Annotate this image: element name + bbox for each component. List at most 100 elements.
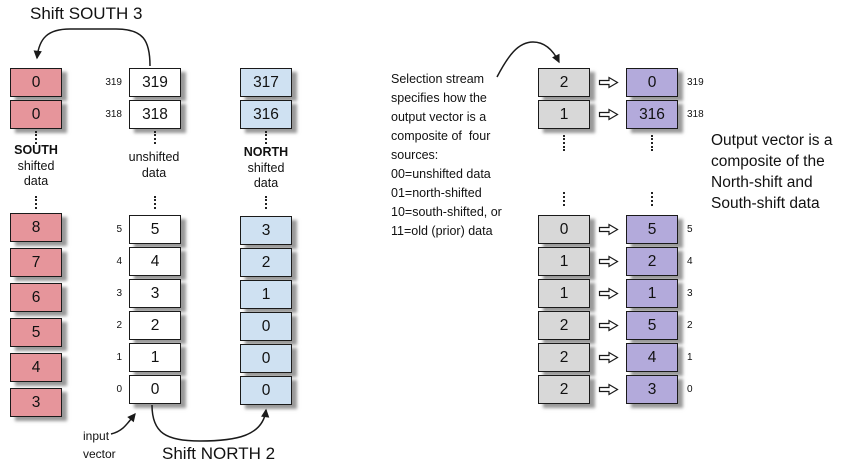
- selection-output-row: 1 2 4: [538, 247, 693, 276]
- output-cell: 316: [626, 100, 678, 129]
- south-cell: 5: [10, 318, 62, 347]
- unshifted-column-header: unshifted data: [114, 150, 194, 181]
- vertical-ellipsis: [651, 192, 653, 206]
- unshifted-row: 318 318: [98, 100, 181, 129]
- selection-cell: 1: [538, 100, 590, 129]
- selection-output-bottom-group: 0 5 5 1 2 4 1 1 3 2: [538, 215, 693, 404]
- north-cell: 1: [240, 280, 292, 309]
- input-vector-label: input vector: [83, 429, 116, 461]
- shift-south-title: Shift SOUTH 3: [30, 4, 143, 23]
- unshifted-cell: 0: [129, 375, 181, 404]
- row-index-label: 318: [105, 109, 122, 120]
- south-cell: 8: [10, 213, 62, 242]
- vertical-ellipsis: [563, 135, 565, 151]
- unshifted-row: 5 5: [98, 215, 181, 244]
- output-cell: 1: [626, 279, 678, 308]
- selection-output-row: 1 316 318: [538, 100, 704, 129]
- north-column-header: NORTH shifted data: [229, 145, 303, 192]
- selection-output-row: 2 0 319: [538, 68, 704, 97]
- row-index-label: 3: [687, 288, 693, 299]
- vertical-ellipsis: [265, 131, 267, 144]
- selection-output-row: 2 3 0: [538, 375, 693, 404]
- south-cell: 0: [10, 68, 62, 97]
- row-index-label: 0: [687, 384, 693, 395]
- vertical-ellipsis: [154, 131, 156, 144]
- row-index-label: 319: [105, 77, 122, 88]
- row-index-label: 0: [116, 384, 122, 395]
- output-cell: 5: [626, 311, 678, 340]
- unshifted-row: 319 319: [98, 68, 181, 97]
- unshifted-cell: 1: [129, 343, 181, 372]
- shift-north-arrow: [151, 404, 270, 442]
- south-shifted-column-bottom: 8 7 6 5 4 3: [10, 213, 62, 417]
- selection-output-top-group: 2 0 319 1 316 318: [538, 68, 704, 129]
- output-cell: 0: [626, 68, 678, 97]
- unshifted-cell: 3: [129, 279, 181, 308]
- row-index-label: 319: [687, 77, 704, 88]
- south-cell: 7: [10, 248, 62, 277]
- south-cell: 4: [10, 353, 62, 382]
- output-cell: 4: [626, 343, 678, 372]
- row-index-label: 3: [116, 288, 122, 299]
- north-column-subtitle: shifted data: [247, 160, 285, 191]
- row-index-label: 4: [116, 256, 122, 267]
- output-cell: 5: [626, 215, 678, 244]
- south-shifted-column-top: 0 0: [10, 68, 62, 129]
- row-index-label: 4: [687, 256, 693, 267]
- row-index-label: 5: [116, 224, 122, 235]
- unshifted-column-title: unshifted data: [128, 150, 180, 180]
- selection-stream-note: Selection stream specifies how the outpu…: [391, 72, 502, 238]
- unshifted-cell: 319: [129, 68, 181, 97]
- row-index-label: 1: [116, 352, 122, 363]
- output-cell: 3: [626, 375, 678, 404]
- unshifted-cell: 4: [129, 247, 181, 276]
- rightwards-arrow-icon: [590, 255, 626, 268]
- north-cell: 317: [240, 68, 292, 97]
- vertical-ellipsis: [154, 196, 156, 209]
- selection-cell: 2: [538, 311, 590, 340]
- unshifted-column-bottom: 5 5 4 4 3 3 2 2 1 1 0 0: [98, 215, 181, 404]
- south-column-subtitle: shifted data: [17, 158, 55, 189]
- north-column-title: NORTH: [243, 145, 289, 159]
- row-index-label: 5: [687, 224, 693, 235]
- selection-cell: 1: [538, 279, 590, 308]
- unshifted-column-top: 319 319 318 318: [98, 68, 181, 129]
- output-vector-note: Output vector is a composite of the Nort…: [711, 132, 833, 212]
- selection-cell: 2: [538, 375, 590, 404]
- south-cell: 3: [10, 388, 62, 417]
- rightwards-arrow-icon: [590, 223, 626, 236]
- rightwards-arrow-icon: [590, 351, 626, 364]
- north-cell: 3: [240, 216, 292, 245]
- rightwards-arrow-icon: [590, 319, 626, 332]
- north-cell: 0: [240, 344, 292, 373]
- unshifted-row: 2 2: [98, 311, 181, 340]
- north-cell: 0: [240, 376, 292, 405]
- unshifted-row: 1 1: [98, 343, 181, 372]
- unshifted-cell: 2: [129, 311, 181, 340]
- shift-north-title: Shift NORTH 2: [162, 444, 276, 463]
- vertical-ellipsis: [265, 196, 267, 209]
- unshifted-row: 3 3: [98, 279, 181, 308]
- south-column-title: SOUTH: [14, 143, 58, 157]
- south-cell: 6: [10, 283, 62, 312]
- north-shifted-column-bottom: 3 2 1 0 0 0: [240, 216, 292, 405]
- shift-south-arrow: [33, 28, 151, 67]
- rightwards-arrow-icon: [590, 287, 626, 300]
- north-cell: 0: [240, 312, 292, 341]
- vertical-ellipsis: [35, 131, 37, 144]
- row-index-label: 318: [687, 109, 704, 120]
- selection-output-row: 2 5 2: [538, 311, 693, 340]
- rightwards-arrow-icon: [590, 108, 626, 121]
- unshifted-cell: 318: [129, 100, 181, 129]
- selection-cell: 2: [538, 68, 590, 97]
- selection-cell: 0: [538, 215, 590, 244]
- north-shifted-column-top: 317 316: [240, 68, 292, 129]
- north-cell: 316: [240, 100, 292, 129]
- south-column-header: SOUTH shifted data: [0, 143, 72, 190]
- unshifted-row: 4 4: [98, 247, 181, 276]
- rightwards-arrow-icon: [590, 383, 626, 396]
- selection-cell: 1: [538, 247, 590, 276]
- selection-output-row: 0 5 5: [538, 215, 693, 244]
- unshifted-row: 0 0: [98, 375, 181, 404]
